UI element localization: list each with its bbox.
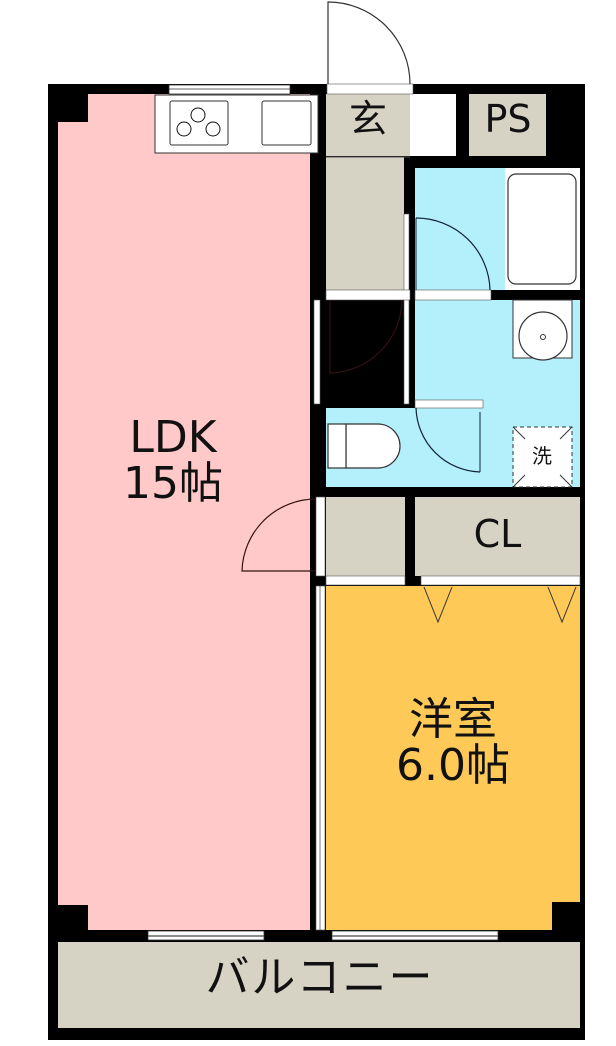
ldk-name: LDK: [129, 412, 217, 463]
western-room: [326, 586, 580, 930]
toilet-bowl: [345, 423, 401, 469]
bathtub: [507, 173, 577, 285]
kitchen-window: [168, 84, 291, 95]
pipe-space-label: PS: [484, 97, 532, 141]
balcony: [58, 942, 580, 1028]
western-room-size: 6.0帖: [396, 740, 510, 792]
entrance-label: 玄: [348, 97, 387, 141]
closet-cl: [415, 497, 580, 576]
western-room-name: 洋室: [409, 694, 497, 745]
entrance-floor: [326, 94, 410, 156]
closet-label: CL: [473, 512, 522, 556]
entrance-hall: [326, 157, 404, 290]
toilet-tank: [327, 423, 347, 469]
kitchen-sink: [261, 100, 312, 146]
entrance-door: [327, 1, 411, 85]
ldk-label: LDK 15帖: [108, 412, 238, 510]
shoe-cabinet: [410, 94, 456, 156]
pipe-space: [469, 94, 546, 156]
bathroom: [415, 168, 505, 290]
western-room-label: 洋室 6.0帖: [378, 694, 528, 792]
ldk-size: 15帖: [123, 458, 223, 510]
storage-closet: [326, 497, 405, 576]
ldk-room: [58, 94, 310, 930]
washer-label: 洗: [532, 444, 552, 468]
balcony-label: バルコニー: [205, 952, 435, 1003]
